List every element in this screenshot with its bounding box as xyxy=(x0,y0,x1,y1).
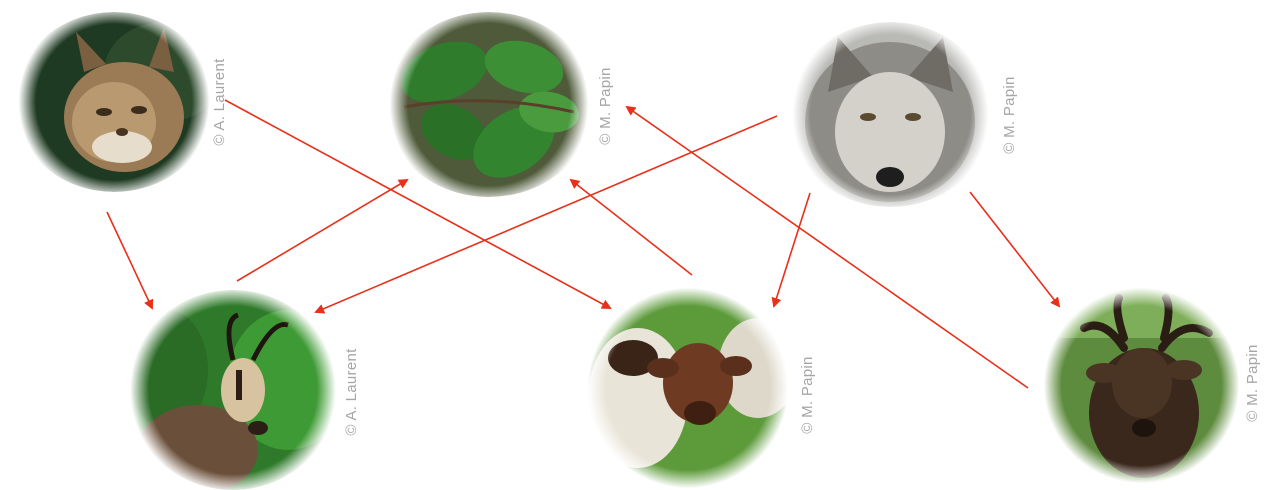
arrow-lynx-to-chamois xyxy=(107,212,152,308)
arrow-wolf-to-sheep xyxy=(774,193,810,306)
arrow-chamois-to-plant xyxy=(237,180,407,281)
arrow-sheep-to-plant xyxy=(571,180,692,275)
arrow-wolf-to-deer xyxy=(970,192,1059,306)
arrow-deer-to-plant xyxy=(627,107,1028,388)
arrow-lynx-to-sheep xyxy=(225,100,610,308)
arrow-wolf-to-chamois xyxy=(316,116,777,312)
